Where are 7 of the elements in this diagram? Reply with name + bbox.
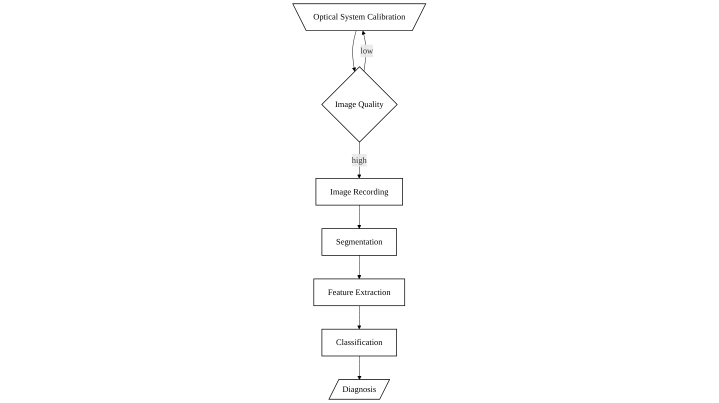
node-box: Segmentation [322, 228, 398, 256]
node-box: Feature Extraction [314, 278, 406, 306]
edge-label: high [352, 155, 368, 165]
node-box: Classification [322, 328, 398, 356]
node-diamond: Image Quality [322, 66, 398, 143]
edge-label: low [360, 46, 374, 56]
node-box: Image Recording [316, 178, 404, 206]
